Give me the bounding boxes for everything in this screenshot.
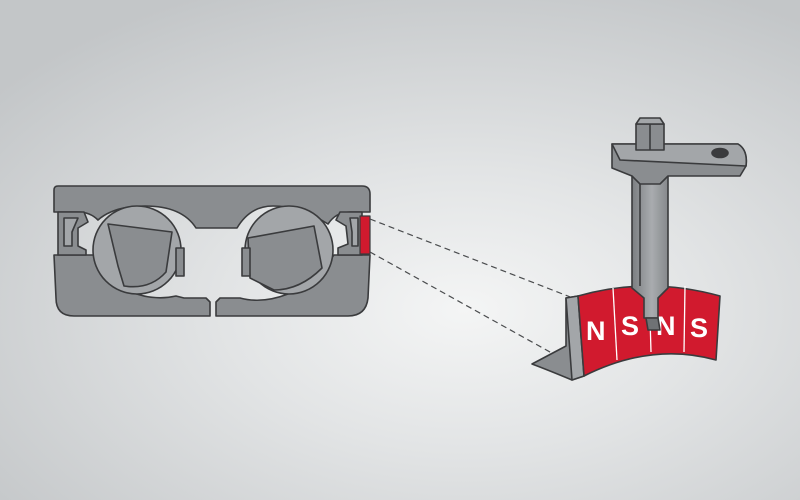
- pole-label: S: [690, 313, 708, 343]
- pole-label: S: [621, 311, 639, 341]
- encoder-lip: [359, 215, 371, 255]
- encoder-assembly: N S N S: [531, 117, 748, 381]
- bearing-cage-left: [107, 223, 173, 288]
- cage-bridge: [175, 247, 251, 277]
- seal-right-lip: [349, 217, 359, 247]
- bearing-cage-right: [247, 225, 323, 291]
- bolt-head: [635, 117, 665, 125]
- sensor-tip: [645, 317, 661, 331]
- projection-lines: [369, 218, 579, 363]
- mounting-hole: [711, 147, 729, 159]
- bearing-cross-section: [53, 185, 371, 317]
- projection-line-bottom: [369, 251, 569, 363]
- seal-left-lip: [63, 217, 79, 247]
- pole-label: N: [586, 316, 606, 346]
- projection-line-top: [369, 218, 579, 301]
- pole-divider: [683, 285, 686, 353]
- pole-label: N: [656, 311, 676, 341]
- pole-labels: N S N S: [586, 311, 708, 346]
- pole-divider: [612, 287, 618, 361]
